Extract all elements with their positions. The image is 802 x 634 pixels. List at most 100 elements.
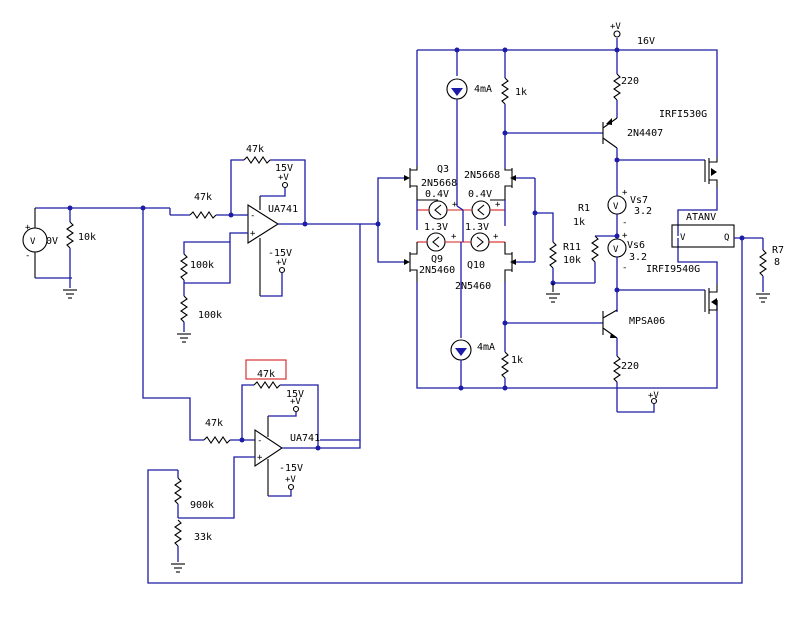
ground-symbol-r7 [756, 293, 770, 303]
r7-load-resistor[interactable]: R7 8 [759, 238, 784, 292]
opamp1-feedback-label: 47k [246, 144, 264, 155]
q9-name-label: Q9 [431, 254, 443, 265]
opamp1-feedback-resistor[interactable]: 47k [230, 144, 306, 224]
svg-text:+: + [622, 231, 628, 241]
resistor-220-top[interactable]: 220 [613, 73, 639, 118]
opamp2-divider-bottom-resistor[interactable]: 33k [174, 519, 212, 562]
q3-model-label: 2N5668 [421, 178, 457, 189]
svg-text:-: - [257, 436, 262, 446]
r11-value-label: 10k [563, 255, 581, 266]
atanv-block[interactable]: ATANV V Q [671, 212, 735, 248]
q10-name-label: Q10 [467, 260, 485, 271]
vs7-value-label: 3.2 [634, 206, 652, 217]
vs6-value-label: 3.2 [629, 252, 647, 263]
opamp1-divider-top-resistor[interactable]: 100k [180, 232, 240, 296]
jfet-q3[interactable]: Q3 2N5668 [409, 164, 457, 201]
mosfet-irfi9540g[interactable]: IRFI9540G [646, 264, 718, 314]
svg-text:+: + [452, 200, 458, 210]
bjt-2n4407[interactable]: 2N4407 [602, 117, 663, 149]
svg-text:+: + [250, 229, 256, 239]
opamp2-feedback-resistor[interactable]: 47k [241, 359, 319, 450]
svg-text:-: - [25, 251, 30, 261]
ground-symbol-opamp1 [177, 333, 191, 343]
vsource-lower-left[interactable]: 1.3V [424, 222, 448, 252]
input-voltage-source[interactable]: V + - 0V [22, 208, 58, 278]
top-load-resistor[interactable]: 1k [501, 50, 527, 168]
svg-text:V: V [613, 245, 619, 255]
r1-name-label: R1 [578, 203, 590, 214]
supply-bot-sym: +V [648, 391, 659, 401]
r1-resistor[interactable]: R1 1k [573, 203, 617, 283]
vsource-vs7[interactable]: V Vs7 3.2 + - [607, 188, 652, 228]
vsource-vs6[interactable]: V Vs6 3.2 + - [607, 231, 647, 273]
opamp2[interactable]: - + UA741 [254, 416, 320, 496]
q3-name-label: Q3 [437, 164, 449, 175]
ground-symbol-input [63, 289, 77, 299]
mosfet-irfi530g[interactable]: IRFI530G [659, 109, 718, 188]
input-shunt-label: 10k [78, 232, 96, 243]
opamp1[interactable]: - + UA741 [240, 196, 298, 296]
r7-name-label: R7 [772, 245, 784, 256]
opamp1-vpos-label: 15V [275, 163, 293, 174]
jfet-q4[interactable]: 2N5668 [464, 168, 535, 201]
jfet-q10[interactable]: Q10 2N5460 [455, 242, 535, 292]
vs-upper-left-label: 0.4V [425, 189, 449, 200]
supply-top-label: 16V [637, 36, 655, 47]
opamp1-vneg-label: -15V [268, 248, 292, 259]
opamp2-vneg-label: -15V [279, 463, 303, 474]
vs6-name-label: Vs6 [627, 240, 645, 251]
bjt-mpsa06[interactable]: MPSA06 [602, 309, 665, 339]
opamp2-vneg-sym: +V [285, 475, 296, 485]
opamp2-input-label: 47k [205, 418, 223, 429]
isrc-top-label: 4mA [474, 84, 492, 95]
vs-upper-right-label: 0.4V [468, 189, 492, 200]
r1-value-label: 1k [573, 217, 585, 228]
opamp1-input-label: 47k [194, 192, 212, 203]
meter-out-label: Q [724, 233, 729, 243]
opamp2-feedback-label: 47k [257, 369, 275, 380]
opamp1-div-top-label: 100k [190, 260, 214, 271]
supply-top-sym: +V [610, 22, 621, 32]
svg-text:+: + [622, 188, 628, 198]
opamp1-div-bot-label: 100k [198, 310, 222, 321]
svg-text:+: + [495, 200, 501, 210]
mos-top-label: IRFI530G [659, 109, 707, 120]
resistor-220-bottom[interactable]: 220 [613, 355, 639, 412]
vs-lower-right-label: 1.3V [465, 222, 489, 233]
vsource-upper-left[interactable]: 0.4V [425, 189, 449, 220]
svg-text:-: - [622, 218, 627, 228]
current-source-top[interactable]: 4mA [446, 50, 492, 206]
svg-text:+: + [257, 453, 263, 463]
opamp1-model-label: UA741 [268, 204, 298, 215]
vs7-name-label: Vs7 [630, 195, 648, 206]
bottom-load-label: 1k [511, 355, 523, 366]
opamp2-divider-top-resistor[interactable]: 900k [174, 470, 214, 518]
q-top-driver-label: 2N4407 [627, 128, 663, 139]
opamp1-divider-bottom-resistor[interactable]: 100k [180, 295, 222, 332]
svg-text:+: + [25, 223, 31, 233]
svg-text:-: - [250, 211, 255, 221]
opamp1-input-resistor[interactable]: 47k [169, 192, 240, 219]
r7-value-label: 8 [774, 257, 780, 268]
meter-in-label: V [680, 233, 686, 243]
svg-text:+: + [493, 232, 499, 242]
opamp1-vpos-sym: +V [278, 173, 289, 183]
vsource-upper-right[interactable]: 0.4V [468, 189, 492, 220]
r11-resistor[interactable]: R11 10k [549, 241, 595, 284]
input-shunt-resistor[interactable]: 10k [66, 208, 96, 288]
jfet-q9[interactable]: Q9 2N5460 [409, 242, 455, 282]
current-source-bottom[interactable]: 4mA [450, 242, 495, 388]
ground-symbol-opamp2 [171, 563, 185, 573]
q4-model-label: 2N5668 [464, 170, 500, 181]
ground-symbol-r11 [546, 283, 560, 303]
opamp2-div-bot-label: 33k [194, 532, 212, 543]
bottom-load-resistor[interactable]: 1k [501, 282, 523, 388]
opamp2-input-resistor[interactable]: 47k [203, 418, 255, 444]
svg-text:V: V [30, 237, 36, 247]
meter-name-label: ATANV [686, 212, 716, 223]
vs-lower-left-label: 1.3V [424, 222, 448, 233]
vsource-lower-right[interactable]: 1.3V [465, 222, 490, 252]
r11-name-label: R11 [563, 242, 581, 253]
svg-text:+: + [451, 232, 457, 242]
